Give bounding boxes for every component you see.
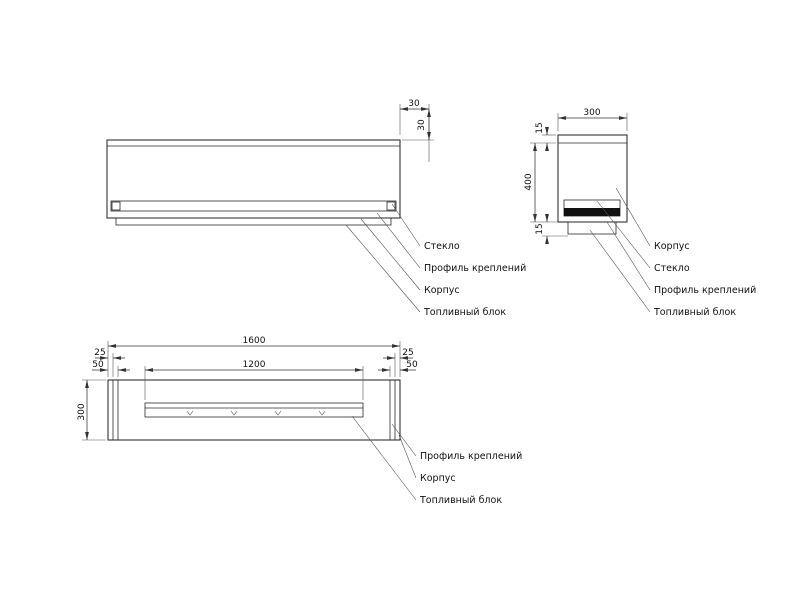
leader-line [398, 434, 417, 479]
label-fuel: Топливный блок [419, 495, 502, 506]
dim-text-50-right: 50 [406, 360, 418, 370]
burner-notch [186, 410, 194, 416]
leader-line [376, 212, 421, 269]
label-body: Корпус [424, 285, 460, 296]
label-profile: Профиль креплений [420, 451, 522, 462]
dim-text-15-bottom: 15 [535, 223, 545, 234]
label-fuel: Топливный блок [653, 307, 736, 318]
burner-notch [230, 410, 238, 416]
leader-line [391, 203, 421, 247]
dim-text-25-left: 25 [94, 348, 105, 358]
burner-notch [274, 410, 282, 416]
dim-text-400: 400 [524, 173, 534, 190]
plan-fuel-block [144, 402, 364, 418]
front-body-outline [106, 139, 401, 219]
dim-text-50-left: 50 [92, 360, 104, 370]
leader-line [345, 224, 421, 313]
front-profile-right-block [386, 201, 396, 211]
burner-notch [318, 410, 326, 416]
dim-text-300: 300 [583, 108, 600, 118]
side-bottom-shelf [567, 221, 617, 235]
front-profile-left-block [111, 201, 121, 211]
label-glass: Стекло [424, 241, 460, 252]
label-body: Корпус [654, 241, 690, 252]
leader-line [589, 229, 651, 313]
label-fuel: Топливный блок [423, 307, 506, 318]
label-profile: Профиль креплений [654, 285, 756, 296]
dim-text-1200: 1200 [243, 360, 266, 370]
label-profile: Профиль креплений [424, 263, 526, 274]
leader-line [606, 221, 651, 291]
leader-line [391, 423, 417, 457]
label-glass: Стекло [654, 263, 690, 274]
side-view: 300 15 400 15 Корпус Стекло Профиль креп… [524, 108, 756, 318]
leader-line [596, 200, 651, 269]
dim-text-15-top: 15 [535, 122, 545, 133]
label-body: Корпус [420, 473, 456, 484]
dim-text-30-vertical: 30 [417, 119, 427, 131]
plan-view: 1600 1200 25 50 25 50 300 Профиль кре [77, 336, 522, 506]
dim-text-1600: 1600 [243, 336, 266, 346]
front-profile-band [110, 200, 397, 212]
leader-line [360, 218, 421, 291]
dim-text-30-horizontal: 30 [408, 99, 420, 109]
front-view: 30 30 Стекло Профиль креплений Корпус То… [106, 99, 526, 318]
front-fuel-shelf [115, 217, 392, 226]
dim-text-25-right: 25 [402, 348, 413, 358]
dim-text-300-depth: 300 [77, 403, 87, 420]
plan-body-outline [107, 379, 401, 441]
side-fuel-block-fill [564, 208, 620, 216]
leader-line [615, 187, 651, 247]
leader-line [351, 415, 417, 501]
